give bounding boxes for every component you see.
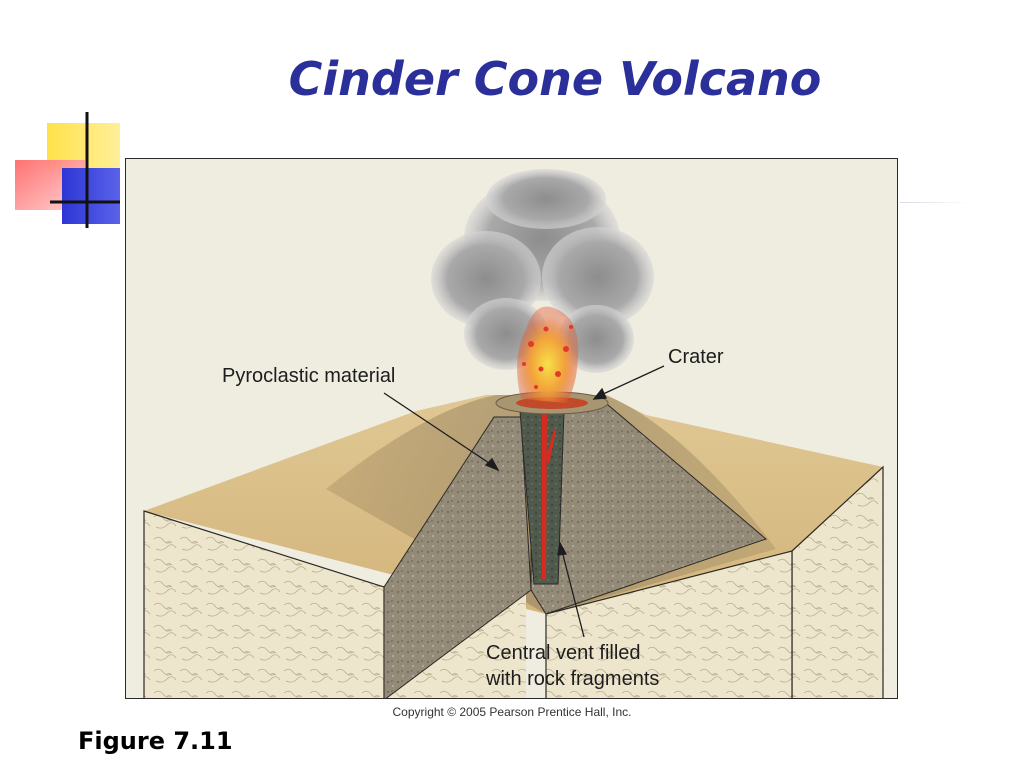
lava-conduit: [542, 409, 547, 579]
copyright-notice: Copyright © 2005 Pearson Prentice Hall, …: [0, 705, 1024, 719]
ash-plume: [431, 169, 654, 373]
crater-arrowhead: [592, 387, 607, 400]
blue-square: [62, 168, 120, 224]
crater-leader: [600, 365, 665, 396]
lava-bombs: [522, 325, 573, 389]
slide-title: Cinder Cone Volcano: [288, 52, 822, 106]
central-vent-label-line1: Central vent filled: [486, 642, 641, 664]
decorative-rule: [900, 202, 970, 203]
right-block-face: [545, 550, 793, 698]
pyroclastic-leader: [383, 392, 493, 466]
vent-leader: [561, 550, 585, 638]
pyroclastic-material-label: Pyroclastic material: [222, 365, 396, 387]
pyroclastic-arrowhead: [484, 457, 500, 472]
figure-number: Figure 7.11: [78, 727, 233, 755]
eruption-fire: [517, 306, 579, 403]
decorative-squares: [15, 112, 120, 228]
central-vent-label: Central vent filled with rock fragments: [486, 640, 659, 692]
lava-branch: [546, 429, 556, 464]
vent-arrowhead: [557, 541, 568, 556]
volcano-illustration: [143, 169, 884, 698]
left-block-face: [143, 510, 385, 698]
left-cinder-layer: [383, 416, 532, 698]
copyright-text: Copyright © 2005 Pearson Prentice Hall, …: [392, 705, 632, 719]
crater-label: Crater: [668, 346, 724, 368]
volcano-diagram: Pyroclastic material Crater Central vent…: [125, 158, 898, 699]
central-vent-label-line2: with rock fragments: [486, 668, 660, 690]
